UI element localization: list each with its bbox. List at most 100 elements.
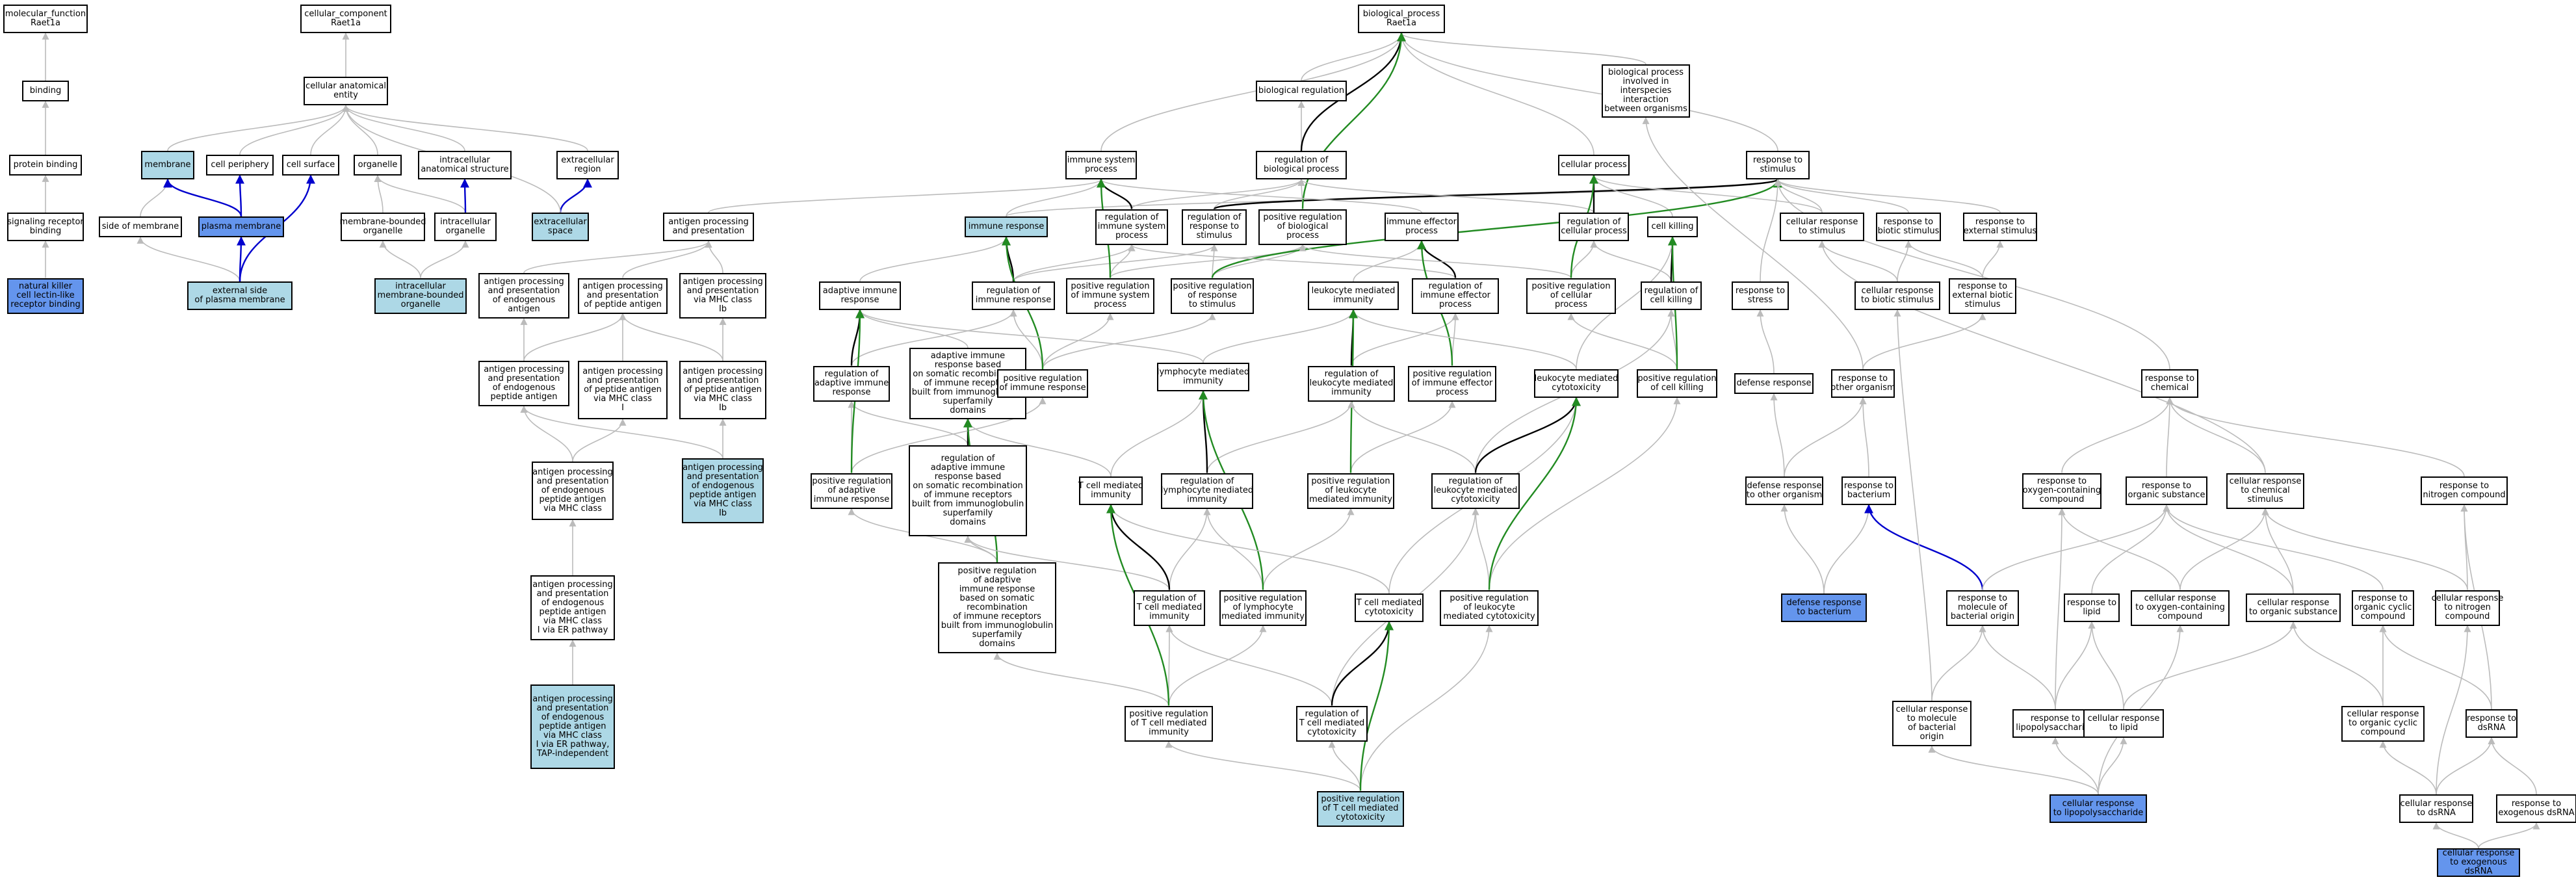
go-term-node[interactable]: cellular response to dsRNA [2399, 794, 2473, 823]
go-term-node[interactable]: intracellular anatomical structure [418, 151, 512, 179]
go-term-node[interactable]: antigen processing and presentation [663, 213, 754, 241]
go-term-node[interactable]: positive regulation of immune effector p… [1408, 365, 1496, 402]
go-term-node[interactable]: cell periphery [206, 155, 274, 176]
go-term-node[interactable]: response to biotic stimulus [1876, 213, 1941, 241]
go-term-node[interactable]: defense response [1734, 373, 1814, 394]
go-term-node[interactable]: T cell mediated immunity [1078, 476, 1143, 505]
go-term-node[interactable]: regulation of T cell mediated immunity [1134, 590, 1205, 626]
go-term-node[interactable]: regulation of adaptive immune response [813, 365, 890, 402]
go-term-node[interactable]: cellular_component Raet1a [300, 5, 391, 33]
go-term-node[interactable]: regulation of response to stimulus [1182, 209, 1247, 245]
go-term-node[interactable]: cellular response to oxygen-containing c… [2131, 590, 2230, 626]
go-term-node[interactable]: antigen processing and presentation of p… [578, 361, 668, 419]
go-term-node[interactable]: cellular response to exogenous dsRNA [2437, 848, 2520, 877]
go-term-node[interactable]: response to other organism [1830, 369, 1895, 398]
go-term-node[interactable]: signaling receptor binding [7, 213, 84, 241]
go-term-node[interactable]: antigen processing and presentation of e… [532, 462, 614, 520]
go-term-node[interactable]: response to stimulus [1746, 151, 1810, 179]
go-term-node[interactable]: antigen processing and presentation of e… [530, 575, 615, 640]
go-term-node[interactable]: biological process involved in interspec… [1602, 64, 1690, 118]
go-term-node[interactable]: immune effector process [1385, 213, 1459, 241]
go-term-node[interactable]: response to chemical [2141, 369, 2198, 398]
go-term-node[interactable]: positive regulation of T cell mediated c… [1317, 790, 1404, 827]
go-term-node[interactable]: response to stress [1732, 281, 1789, 310]
go-term-node[interactable]: cell killing [1647, 216, 1698, 237]
go-term-node[interactable]: defense response to other organism [1745, 476, 1823, 505]
go-term-node[interactable]: regulation of leukocyte mediated immunit… [1308, 365, 1395, 402]
go-term-node[interactable]: cellular response to molecule of bacteri… [1892, 701, 1971, 746]
go-term-node[interactable]: antigen processing and presentation of e… [478, 361, 569, 406]
go-term-node[interactable]: positive regulation of immune system pro… [1066, 278, 1154, 314]
go-term-node[interactable]: adaptive immune response [819, 281, 901, 310]
go-term-node[interactable]: T cell mediated cytotoxicity [1355, 593, 1424, 622]
go-term-node[interactable]: antigen processing and presentation of e… [478, 273, 569, 319]
go-term-node[interactable]: antigen processing and presentation of p… [578, 278, 668, 314]
go-term-node[interactable]: antigen processing and presentation of p… [679, 361, 766, 419]
go-term-node[interactable]: positive regulation of leukocyte mediate… [1307, 473, 1394, 509]
go-term-node[interactable]: binding [22, 81, 69, 101]
go-term-node[interactable]: molecular_function Raet1a [3, 5, 88, 33]
go-term-node[interactable]: regulation of immune response [972, 281, 1055, 310]
go-term-node[interactable]: regulation of cell killing [1641, 281, 1702, 310]
go-term-node[interactable]: antigen processing and presentation of e… [682, 458, 764, 523]
go-term-node[interactable]: positive regulation of lymphocyte mediat… [1219, 590, 1307, 626]
go-term-node[interactable]: lymphocyte mediated immunity [1157, 363, 1249, 391]
go-term-node[interactable]: response to organic substance [2126, 476, 2207, 505]
go-term-node[interactable]: side of membrane [99, 216, 182, 237]
go-term-node[interactable]: cellular response to biotic stimulus [1854, 281, 1940, 310]
go-term-node[interactable]: external side of plasma membrane [187, 281, 293, 310]
go-term-node[interactable]: antigen processing and presentation of e… [530, 684, 615, 769]
go-term-node[interactable]: regulation of adaptive immune response b… [909, 445, 1027, 536]
go-term-node[interactable]: leukocyte mediated cytotoxicity [1534, 369, 1619, 398]
go-term-node[interactable]: organelle [354, 155, 402, 176]
go-term-node[interactable]: response to external stimulus [1963, 213, 2037, 241]
go-term-node[interactable]: response to molecule of bacterial origin [1946, 590, 2019, 626]
go-term-node[interactable]: cellular response to nitrogen compound [2432, 590, 2503, 626]
go-term-node[interactable]: leukocyte mediated immunity [1308, 281, 1399, 310]
go-term-node[interactable]: positive regulation of cellular process [1526, 278, 1616, 314]
go-term-node[interactable]: response to exogenous dsRNA [2496, 794, 2576, 823]
go-term-node[interactable]: positive regulation of response to stimu… [1171, 278, 1254, 314]
go-term-node[interactable]: regulation of cellular process [1559, 213, 1629, 241]
go-term-node[interactable]: cellular response to organic cyclic comp… [2341, 705, 2425, 742]
go-term-node[interactable]: regulation of T cell mediated cytotoxici… [1296, 705, 1368, 742]
go-term-node[interactable]: response to bacterium [1841, 476, 1896, 505]
go-term-node[interactable]: cellular response to organic substance [2246, 593, 2341, 622]
go-term-node[interactable]: regulation of biological process [1256, 151, 1347, 179]
go-term-node[interactable]: cellular response to stimulus [1780, 213, 1864, 241]
go-term-node[interactable]: biological regulation [1256, 81, 1347, 101]
go-term-node[interactable]: intracellular organelle [434, 213, 497, 241]
go-term-node[interactable]: response to oxygen-containing compound [2022, 473, 2101, 509]
go-term-node[interactable]: intracellular membrane-bounded organelle [374, 278, 467, 314]
go-term-node[interactable]: membrane [141, 151, 194, 179]
go-term-node[interactable]: plasma membrane [198, 216, 284, 237]
go-term-node[interactable]: protein binding [9, 155, 82, 176]
go-term-node[interactable]: defense response to bacterium [1781, 593, 1867, 622]
go-term-node[interactable]: natural killer cell lectin-like receptor… [7, 278, 84, 314]
go-term-node[interactable]: response to nitrogen compound [2421, 476, 2508, 505]
go-term-node[interactable]: response to lipid [2064, 593, 2120, 622]
go-term-node[interactable]: biological_process Raet1a [1358, 5, 1445, 33]
go-term-node[interactable]: cellular response to lipid [2083, 709, 2164, 738]
go-term-node[interactable]: positive regulation of cell killing [1637, 369, 1717, 398]
go-term-node[interactable]: membrane-bounded organelle [340, 213, 426, 241]
go-term-node[interactable]: positive regulation of T cell mediated i… [1125, 705, 1213, 742]
go-term-node[interactable]: cellular response to lipopolysaccharide [2049, 794, 2147, 823]
go-term-node[interactable]: response to dsRNA [2465, 709, 2517, 738]
go-term-node[interactable]: immune system process [1065, 151, 1137, 179]
go-term-node[interactable]: cell surface [282, 155, 339, 176]
go-term-node[interactable]: immune response [965, 216, 1048, 237]
go-term-node[interactable]: cellular process [1558, 155, 1630, 176]
go-term-node[interactable]: extracellular region [556, 151, 619, 179]
go-term-node[interactable]: positive regulation of biological proces… [1258, 209, 1347, 245]
go-term-node[interactable]: extracellular space [532, 213, 589, 241]
go-term-node[interactable]: cellular anatomical entity [304, 77, 388, 105]
go-term-node[interactable]: antigen processing and presentation via … [679, 273, 766, 319]
go-term-node[interactable]: positive regulation of adaptive immune r… [938, 562, 1056, 653]
go-term-node[interactable]: regulation of immune system process [1095, 209, 1168, 245]
go-term-node[interactable]: regulation of lymphocyte mediated immuni… [1161, 473, 1253, 509]
go-term-node[interactable]: response to external biotic stimulus [1949, 278, 2016, 314]
go-term-node[interactable]: positive regulation of leukocyte mediate… [1440, 590, 1539, 626]
go-term-node[interactable]: regulation of leukocyte mediated cytotox… [1431, 473, 1520, 509]
go-term-node[interactable]: cellular response to chemical stimulus [2226, 473, 2304, 509]
